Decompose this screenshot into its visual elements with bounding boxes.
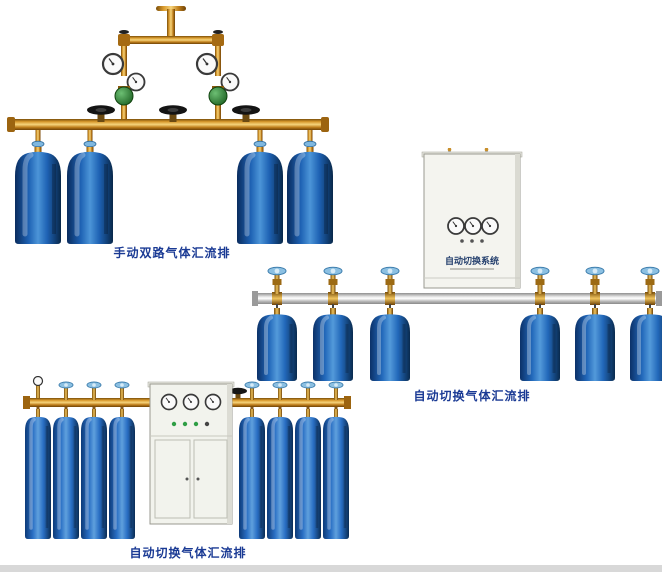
pressure-gauge-icon: [195, 52, 219, 76]
gas-cylinder: [321, 415, 351, 541]
cabinet-gauge-icon: [447, 217, 465, 235]
pressure-regulator-right: [195, 52, 240, 106]
blue-handwheel-valve-icon: [267, 266, 287, 295]
cabinet-top-fitting-icon: [484, 148, 489, 152]
auto-switch-manifold-2-drawing: [23, 376, 351, 541]
cabinet-door: [193, 439, 228, 519]
cabinet-gauge-icon: [481, 217, 499, 235]
gas-cylinder: [51, 415, 81, 541]
pressure-gauge-icon: [220, 72, 240, 92]
gas-cylinder: [518, 312, 562, 383]
indicator-light-icon: [460, 239, 464, 243]
blue-handwheel-valve-icon: [272, 381, 288, 401]
door-handle-icon: [185, 477, 189, 481]
control-cabinet: 自动切换系统: [421, 148, 523, 289]
gas-cylinder: [265, 415, 295, 541]
cylinder-group: [255, 304, 662, 383]
indicator-light-icon: [204, 421, 210, 427]
valve-stations: [32, 376, 344, 401]
blue-handwheel-valve-icon: [300, 381, 316, 401]
valve-stations: [267, 266, 660, 305]
cabinet-gauge-icon: [464, 217, 482, 235]
gas-cylinder: [15, 152, 61, 244]
cabinet-label: 自动切换系统: [445, 255, 499, 266]
handwheel-valve-icon: [229, 387, 247, 398]
gas-cylinder: [573, 312, 617, 383]
control-cabinet: [147, 381, 235, 525]
cropped-next-row-strip: [0, 565, 662, 572]
indicator-light-icon: [171, 421, 177, 427]
blue-handwheel-valve-icon: [640, 266, 660, 295]
gas-cylinder: [293, 415, 323, 541]
blue-handwheel-valve-icon: [58, 381, 74, 401]
indicator-light-icon: [480, 239, 484, 243]
cabinet-door: [154, 439, 191, 519]
pressure-regulator-left: [101, 52, 146, 106]
gas-cylinder: [311, 312, 355, 383]
blue-handwheel-valve-icon: [328, 381, 344, 401]
gas-cylinder: [255, 312, 299, 383]
gas-cylinder: [23, 415, 53, 541]
indicator-light-icon: [182, 421, 188, 427]
cabinet-top-fitting-icon: [447, 148, 452, 152]
product-photo-auto-switch-manifold-2[interactable]: [22, 376, 354, 544]
blue-handwheel-valve-icon: [530, 266, 550, 295]
caption-auto-switch-manifold-2[interactable]: 自动切换气体汇流排: [129, 546, 247, 560]
caption-auto-switch-manifold-1[interactable]: 自动切换气体汇流排: [413, 389, 531, 403]
indicator-light-icon: [193, 421, 199, 427]
corner-valve-handle-icon: [213, 30, 223, 34]
gas-cylinder: [79, 415, 109, 541]
gas-cylinder: [368, 312, 412, 383]
caption-manual-dual-manifold[interactable]: 手动双路气体汇流排: [113, 246, 231, 260]
gas-cylinder: [67, 152, 113, 244]
cylinder-connectors: [31, 130, 317, 156]
auto-switch-manifold-drawing: 自动切换系统: [252, 148, 662, 383]
gas-cylinder: [628, 312, 662, 383]
cabinet-gauge-icon: [182, 393, 200, 411]
cabinet-gauge-icon: [160, 393, 178, 411]
product-photo-manual-dual-manifold[interactable]: [6, 6, 338, 246]
blue-handwheel-valve-icon: [86, 381, 102, 401]
manifold-main-pipe: [252, 291, 662, 306]
gas-cylinder: [237, 415, 267, 541]
blue-handwheel-valve-icon: [585, 266, 605, 295]
blue-handwheel-valve-icon: [114, 381, 130, 401]
cylinder-group: [23, 407, 351, 541]
manual-dual-manifold-drawing: [7, 6, 338, 246]
door-handle-icon: [196, 477, 200, 481]
pressure-gauge-icon: [101, 52, 125, 76]
blue-handwheel-valve-icon: [244, 381, 260, 401]
inlet-header-pipes: [118, 6, 224, 120]
pressure-gauge-icon: [126, 72, 146, 92]
cabinet-gauge-icon: [204, 393, 222, 411]
blue-handwheel-valve-icon: [380, 266, 400, 295]
blue-handwheel-valve-icon: [323, 266, 343, 295]
riser-gauge-icon: [32, 376, 44, 387]
corner-valve-handle-icon: [119, 30, 129, 34]
gas-cylinder: [107, 415, 137, 541]
indicator-light-icon: [470, 239, 474, 243]
product-photo-auto-switch-manifold-1[interactable]: 自动切换系统: [252, 148, 662, 384]
manifold-main-pipe: [7, 117, 329, 132]
